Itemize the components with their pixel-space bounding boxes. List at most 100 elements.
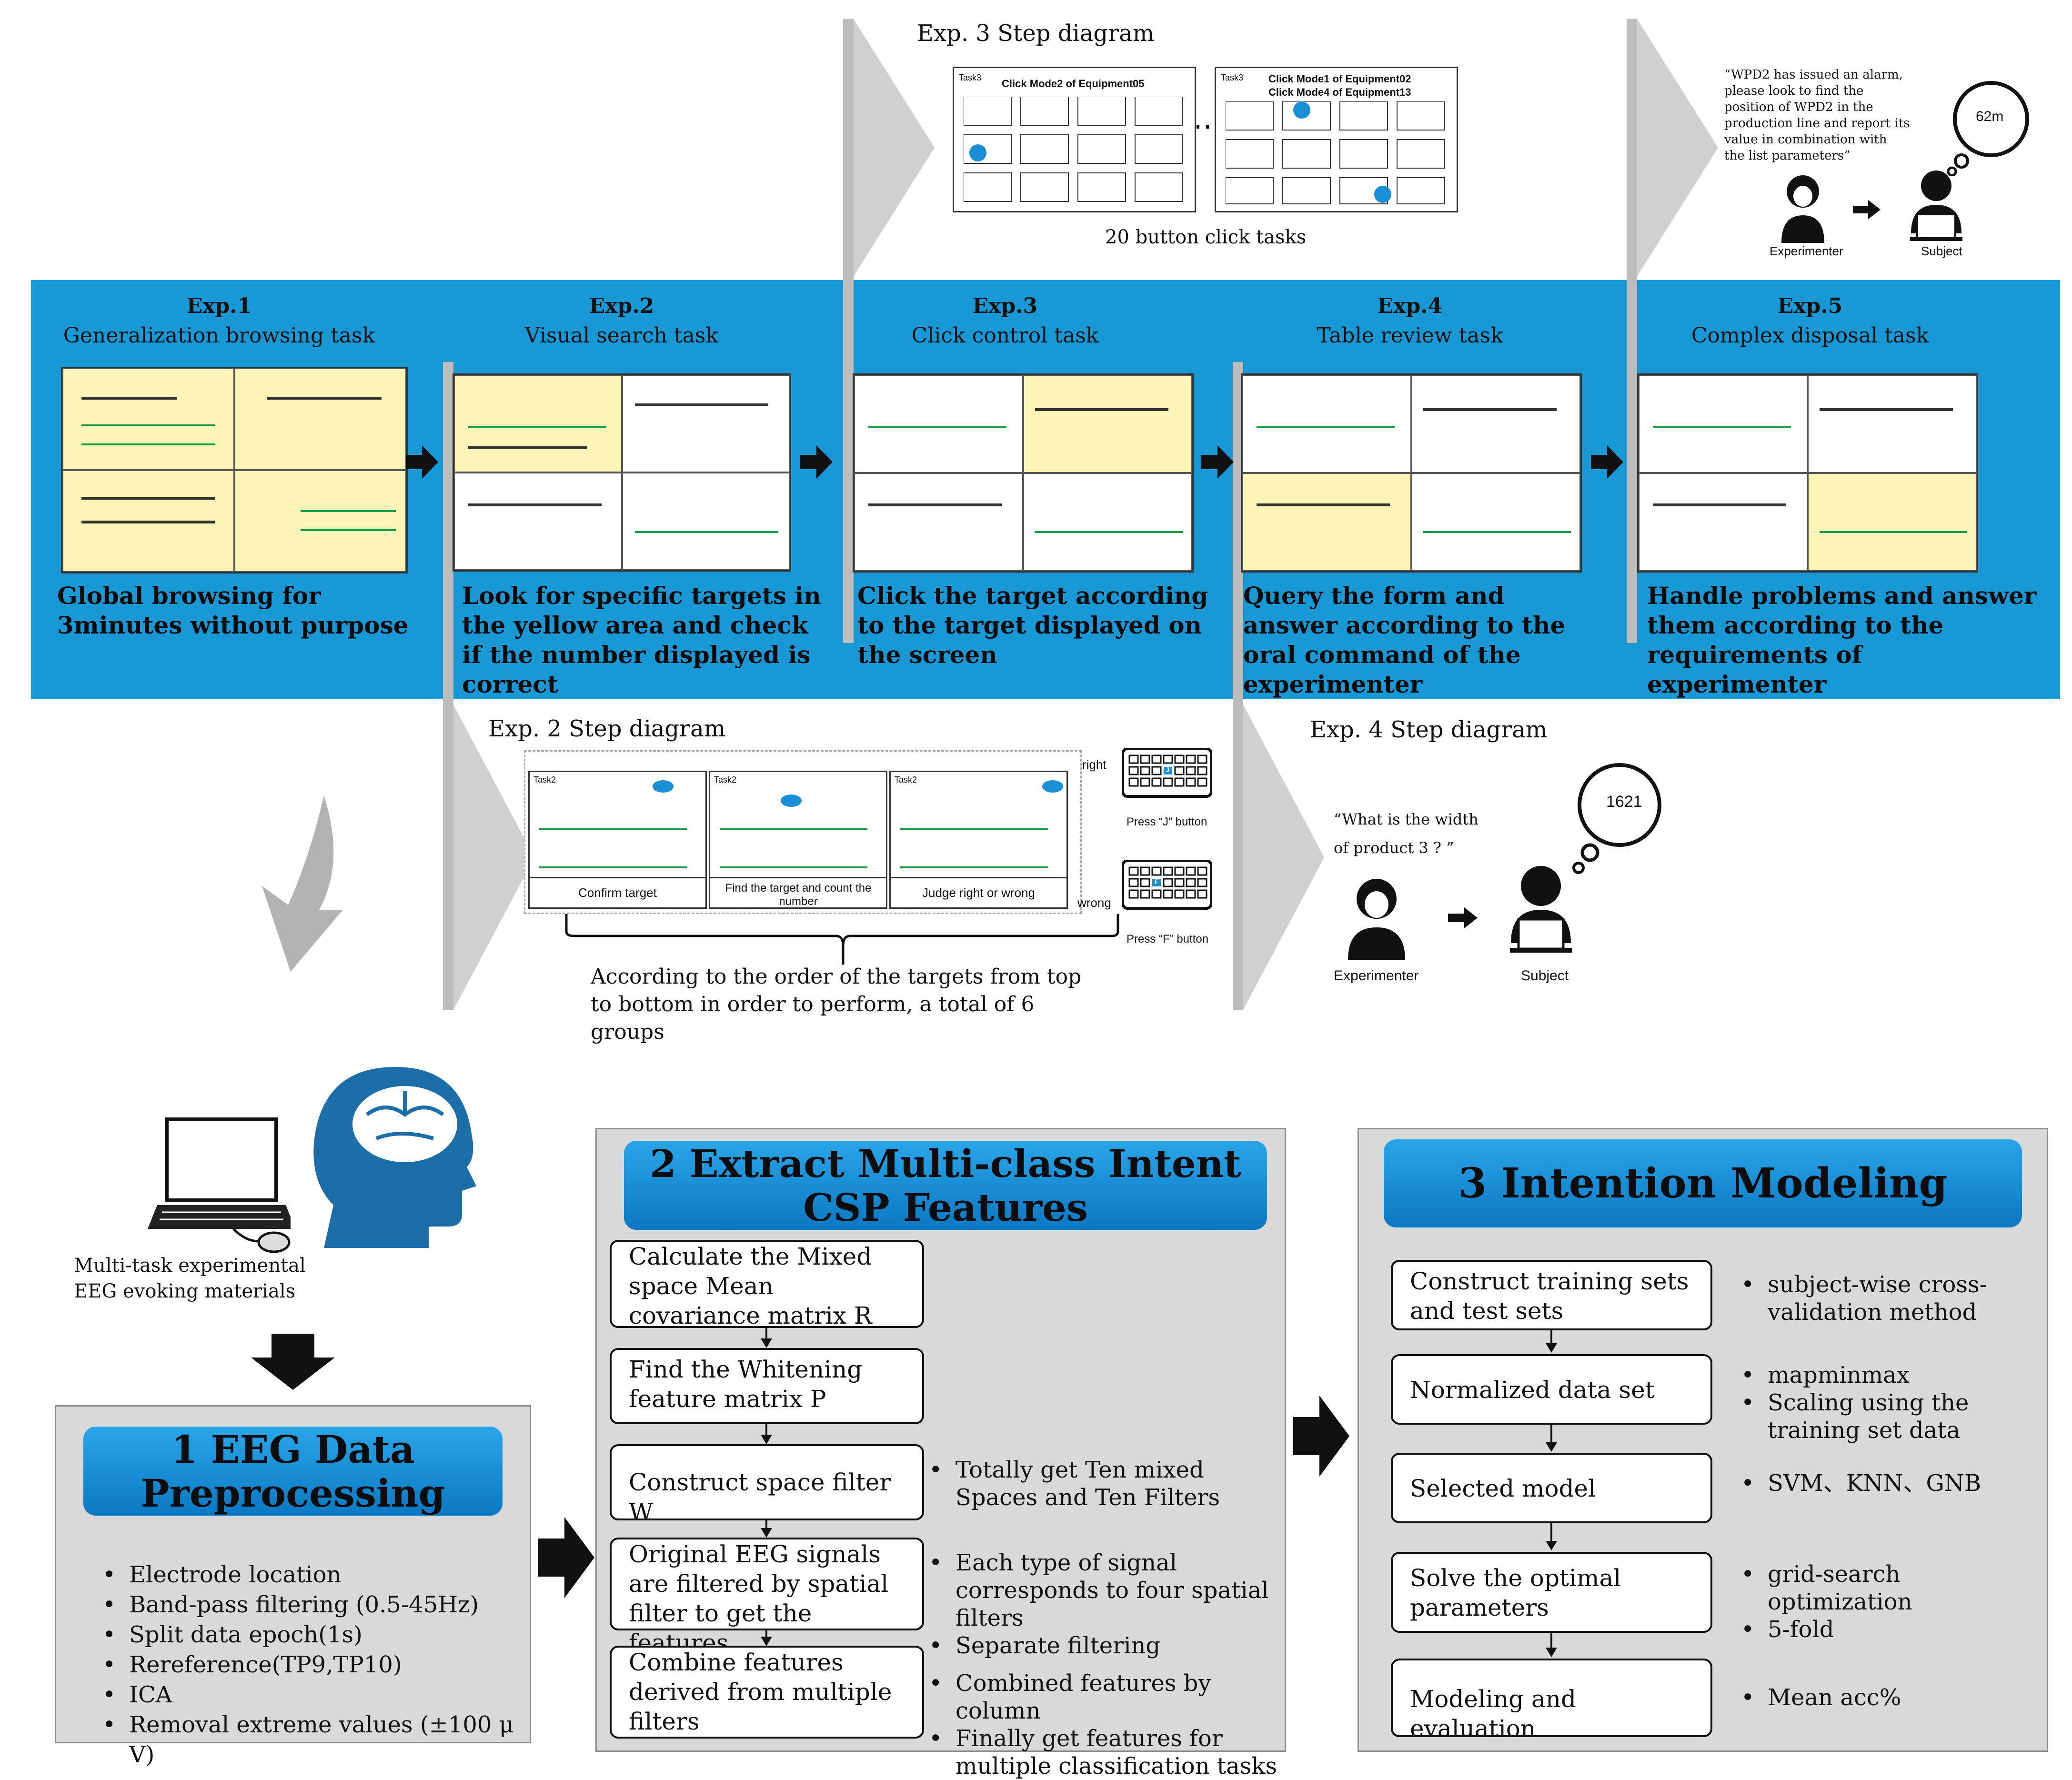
exp4-title: Exp.4 Table review task (1243, 292, 1577, 351)
exp-name: Generalization browsing task (63, 323, 375, 348)
separator-bar (843, 19, 854, 643)
connector (765, 1520, 767, 1529)
exp-number: Exp.3 (972, 294, 1038, 318)
exp-number: Exp.5 (1777, 294, 1843, 318)
frame-judge: Task2 Judge right or wrong (889, 771, 1068, 909)
csp-notes-filter: Totally get Ten mixed Spaces and Ten Fil… (929, 1456, 1281, 1511)
list-item: Each type of signal corresponds to four … (929, 1549, 1281, 1632)
experimenter-label: Experimenter (1334, 968, 1419, 984)
model-step-select: Selected model (1391, 1453, 1712, 1523)
exp5-description: Handle problems and answer them accordin… (1647, 582, 2037, 698)
list-item: subject-wise cross-validation method (1741, 1271, 2027, 1326)
laptop-icon (148, 1117, 291, 1253)
chevron-step3 (854, 19, 935, 276)
thought-bubble (1572, 763, 1661, 874)
exp2-screen-thumbnail (453, 373, 791, 572)
subject-label: Subject (1521, 968, 1569, 984)
csp-step-filter: Construct space filter W (610, 1444, 924, 1526)
model-step-normalize: Normalized data set (1391, 1354, 1712, 1425)
list-item: 5-fold (1741, 1616, 2027, 1643)
subject-icon (1510, 866, 1572, 953)
panel1-title: 1 EEG Data (171, 1427, 415, 1472)
connector (765, 1424, 767, 1436)
arrow-right-icon (1853, 200, 1881, 219)
frame-find: Task2 Find the target and count the numb… (709, 771, 887, 909)
connector (765, 1630, 767, 1638)
list-item: Band-pass filtering (0.5-45Hz) (102, 1590, 522, 1620)
list-item: Totally get Ten mixed Spaces and Ten Fil… (929, 1456, 1281, 1511)
csp-step-whitening: Find the Whitening feature matrix P (610, 1348, 924, 1424)
connector-arrow (761, 1435, 772, 1444)
model-notes-select: SVM、KNN、GNB (1741, 1469, 2027, 1497)
connector-arrow (761, 1338, 772, 1348)
exp-number: Exp.4 (1377, 294, 1443, 318)
task-label: Task2 (533, 775, 556, 784)
list-item: Combined features by column (929, 1669, 1281, 1725)
step2-title: Exp. 2 Step diagram (488, 715, 726, 742)
chevron-step5 (1637, 19, 1718, 276)
separator-bar (1233, 362, 1243, 1010)
keyboard-j-icon (1122, 748, 1212, 798)
chevron-step2 (453, 705, 534, 1010)
model-notes-evaluate: Mean acc% (1741, 1684, 2027, 1711)
key-j-label: J (1166, 766, 1169, 774)
model-step-evaluate: Modeling and evaluation (1391, 1659, 1712, 1742)
connector-arrow (1546, 1541, 1557, 1550)
model-notes-optimize: grid-search optimization 5-fold (1741, 1560, 2027, 1643)
csp-step-features: Original EEG signals are filtered by spa… (610, 1538, 924, 1657)
exp1-title: Exp.1 Generalization browsing task (48, 292, 391, 351)
frame-label: Judge right or wrong (922, 885, 1036, 900)
exp-name: Table review task (1317, 323, 1503, 348)
chevron-step4 (1243, 705, 1324, 1010)
connector-arrow (761, 1637, 772, 1646)
materials-label: Multi-task experimental EEG evoking mate… (74, 1255, 306, 1302)
brace (565, 914, 1119, 965)
model-notes-datasets: subject-wise cross-validation method (1741, 1271, 2027, 1326)
brain-head-icon (313, 1067, 476, 1248)
exp-name: Click control task (911, 323, 1099, 348)
list-item: Finally get features for multiple classi… (929, 1725, 1281, 1780)
panel2-title: 2 Extract Multi-class Intent (650, 1141, 1241, 1186)
panel2-header: 2 Extract Multi-class Intent CSP Feature… (624, 1141, 1267, 1230)
frame-label: Confirm target (578, 885, 657, 900)
exp5-screen-thumbnail (1637, 373, 1978, 573)
list-item: Split data epoch(1s) (102, 1620, 522, 1650)
exp-name: Complex disposal task (1691, 323, 1929, 348)
subject-icon (1910, 171, 1962, 241)
connector-arrow (1546, 1343, 1557, 1353)
step2-caption: According to the order of the targets fr… (591, 965, 1082, 1044)
card-instruction: Click Mode4 of Equipment13 (1268, 86, 1411, 98)
panel2-title: CSP Features (803, 1185, 1088, 1230)
exp3-description: Click the target according to the target… (857, 582, 1208, 669)
experimenter-label: Experimenter (1770, 244, 1843, 258)
arrow-right-icon (1201, 445, 1234, 479)
panel1-header: 1 EEG Data Preprocessing (83, 1427, 503, 1516)
list-item: grid-search optimization (1741, 1560, 2027, 1616)
panel1-title: Preprocessing (141, 1471, 445, 1516)
step4-title: Exp. 4 Step diagram (1310, 716, 1548, 743)
button-grid (964, 97, 1183, 202)
card-instruction: Click Mode1 of Equipment02 (1268, 73, 1411, 85)
connector (765, 1328, 767, 1339)
connector (1550, 1330, 1552, 1344)
wrong-label: wrong (1077, 895, 1111, 910)
model-notes-normalize: mapminmax Scaling using the training set… (1741, 1361, 2027, 1444)
subject-label: Subject (1921, 244, 1962, 258)
exp-number: Exp.2 (589, 294, 654, 318)
panel1-list: Electrode location Band-pass filtering (… (102, 1560, 522, 1770)
panel3-header: 3 Intention Modeling (1384, 1139, 2022, 1227)
connector (1550, 1633, 1552, 1648)
step5-quote: “WPD2 has issued an alarm, please look t… (1724, 68, 1910, 163)
exp2-title: Exp.2 Visual search task (455, 292, 788, 351)
list-item: Electrode location (102, 1560, 522, 1590)
press-f-label: Press “F” button (1127, 933, 1209, 945)
bubble-value: 1621 (1606, 793, 1642, 811)
arrow-right-icon (538, 1517, 594, 1598)
frame-label: Find the target and count the number (725, 882, 872, 908)
task-label: Task2 (714, 775, 737, 784)
task-label: Task3 (959, 73, 982, 82)
connector-arrow (1546, 1648, 1557, 1657)
card-instruction: Click Mode2 of Equipment05 (1002, 78, 1145, 90)
exp4-screen-thumbnail (1241, 373, 1582, 573)
panel3-title: 3 Intention Modeling (1458, 1159, 1948, 1207)
